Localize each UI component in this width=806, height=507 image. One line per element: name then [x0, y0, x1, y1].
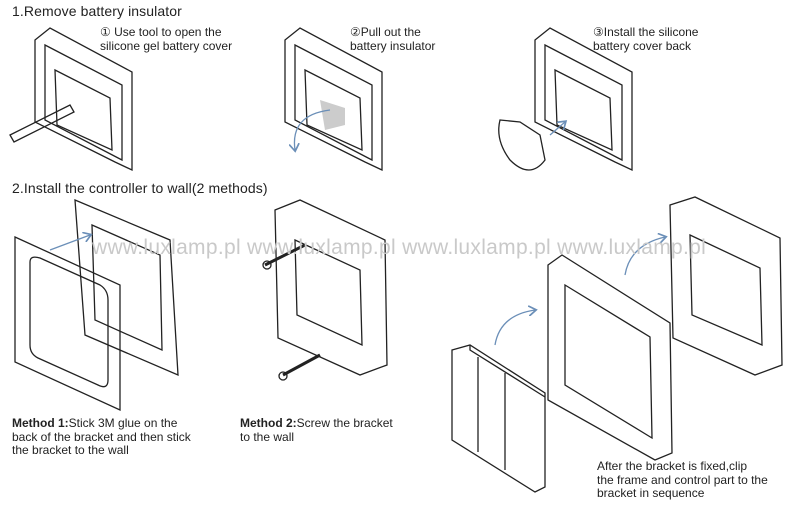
method2-caption: Method 2:Screw the bracket to the wall — [240, 416, 393, 444]
final-line1: After the bracket is fixed,clip — [597, 459, 748, 473]
step2-caption: ②Pull out the battery insulator — [350, 25, 436, 53]
final-assembly — [451, 196, 783, 493]
step3-caption: ③Install the silicone battery cover back — [593, 25, 699, 53]
final-caption: After the bracket is fixed,clip the fram… — [597, 459, 768, 501]
device-step1 — [9, 27, 133, 172]
step1-line2: silicone gel battery cover — [100, 38, 233, 53]
bracket-method1 — [14, 198, 179, 412]
step1-caption: ① Use tool to open the silicone gel batt… — [100, 25, 233, 53]
step2-line1: ②Pull out the — [350, 25, 421, 39]
section1-title: 1.Remove battery insulator — [12, 3, 182, 19]
step1-line1: ① Use tool to open the — [100, 25, 222, 39]
method2-label: Method 2: — [240, 416, 297, 430]
section2-title: 2.Install the controller to wall(2 metho… — [12, 180, 268, 196]
watermark: www.luxlamp.pl www.luxlamp.pl www.luxlam… — [92, 236, 707, 259]
method2-line1: Screw the bracket — [296, 416, 393, 430]
method1-line2: back of the bracket and then stick — [12, 429, 191, 444]
tool-icon — [9, 104, 75, 143]
step3-line1: ③Install the silicone — [593, 25, 699, 39]
method1-line1: Stick 3M glue on the — [68, 416, 178, 430]
bracket-method2 — [262, 199, 388, 381]
step2-line2: battery insulator — [350, 38, 436, 53]
battery-cover-icon — [498, 119, 546, 171]
device-step3 — [498, 27, 633, 172]
method1-caption: Method 1:Stick 3M glue on the back of th… — [12, 416, 191, 458]
step3-line2: battery cover back — [593, 38, 692, 53]
method2-line2: to the wall — [240, 429, 295, 444]
device-step2 — [284, 27, 383, 172]
method1-label: Method 1: — [12, 416, 69, 430]
final-line3: bracket in sequence — [597, 486, 705, 500]
final-line2: the frame and control part to the — [597, 472, 768, 487]
adhesive-sheet — [14, 235, 121, 412]
method1-line3: the bracket to the wall — [12, 443, 129, 457]
